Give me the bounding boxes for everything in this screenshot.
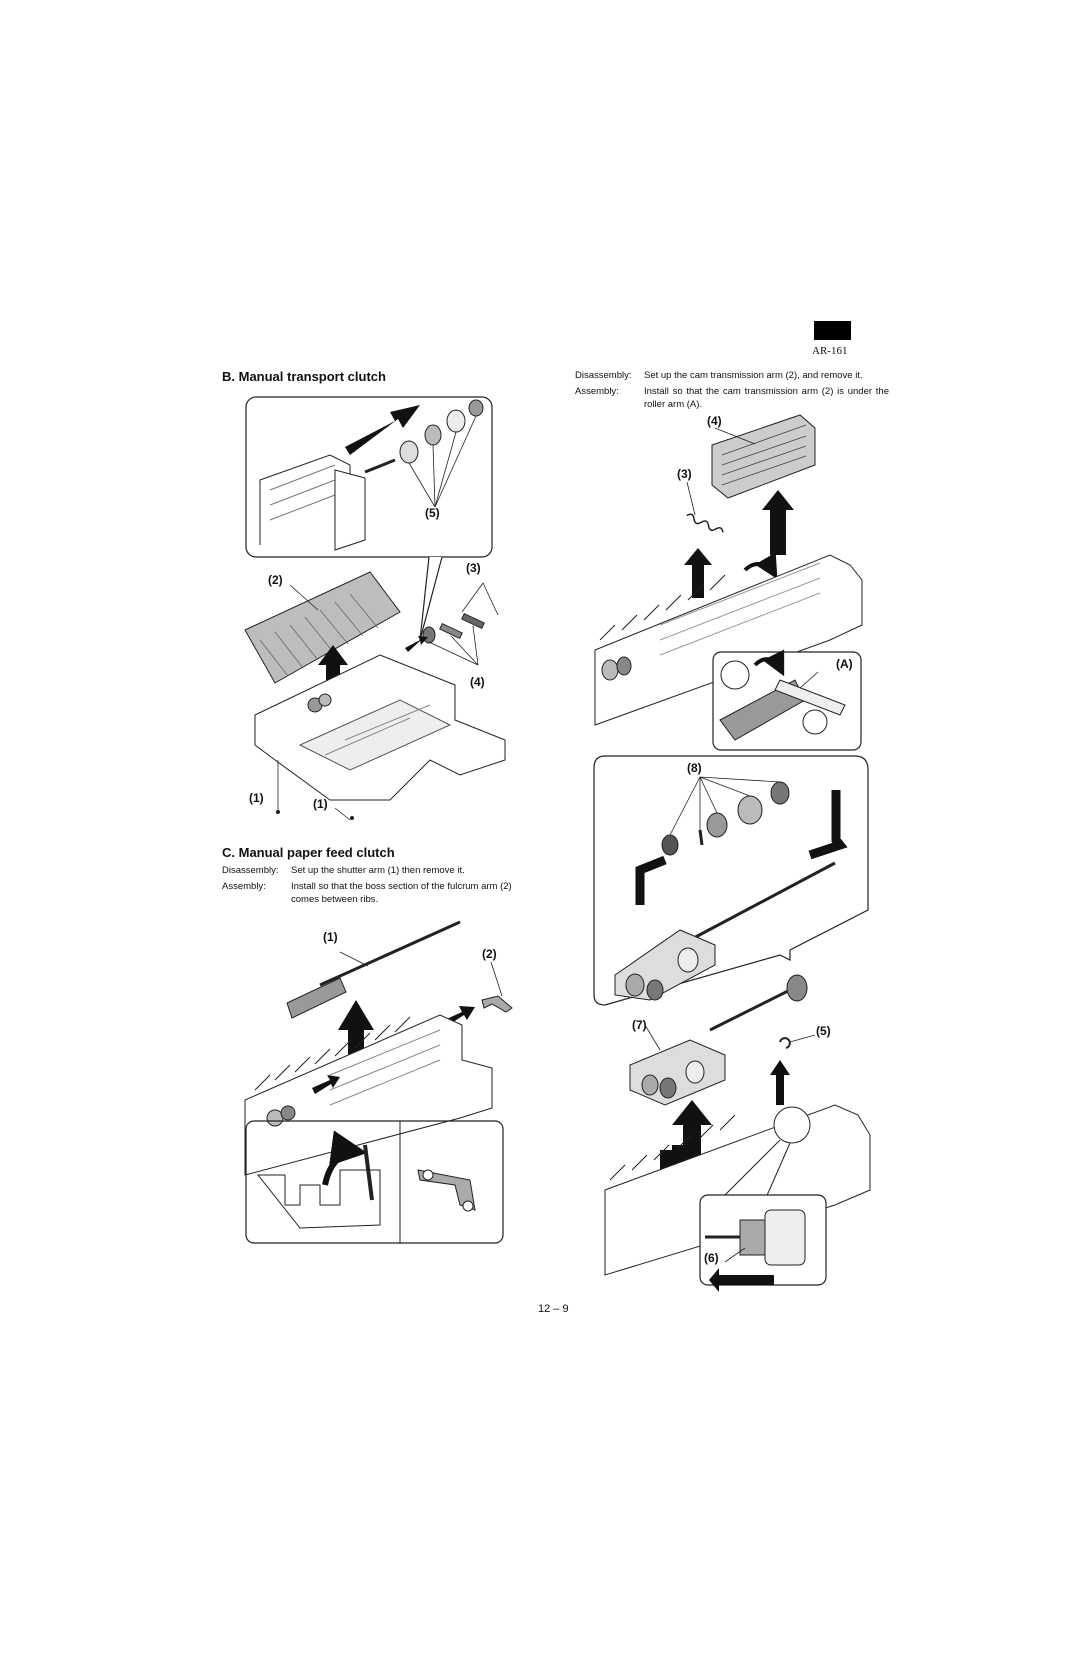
c-callout-1: (1) [323,930,338,944]
c-disassembly-label: Disassembly: [222,865,279,876]
right-assembly-label: Assembly: [575,386,619,397]
right-disassembly-text: Set up the cam transmission arm (2), and… [644,370,863,381]
b-callout-5: (5) [425,506,440,520]
c-assembly-label: Assembly: [222,881,266,892]
b-callout-2: (2) [268,573,283,587]
r-callout-a: (A) [836,657,853,671]
r-callout-7: (7) [632,1018,647,1032]
model-number: AR-161 [812,345,848,357]
figure-c-manual-paper-feed-clutch: (1) (2) [244,920,513,1244]
right-disassembly-label: Disassembly: [575,370,632,381]
section-b-heading: B. Manual transport clutch [222,369,386,384]
section-c-heading: C. Manual paper feed clutch [222,845,395,860]
r-callout-4: (4) [707,414,722,428]
r-callout-8: (8) [687,761,702,775]
c-assembly-text: Install so that the boss section of the … [291,881,512,905]
c-callout-2: (2) [482,947,497,961]
r-callout-3: (3) [677,467,692,481]
figure-right-roller-assembly: (4) (3) (A) (8) (7) (5) (6) [593,414,871,1292]
figure-b-manual-transport-clutch: (5) (2) (3) (4) (1) (1) [244,396,506,821]
b-callout-4: (4) [470,675,485,689]
b-callout-1a: (1) [249,791,264,805]
header-black-block [814,321,851,340]
r-callout-5: (5) [816,1024,831,1038]
b-callout-1b: (1) [313,797,328,811]
page-number: 12 – 9 [538,1303,569,1315]
r-callout-6: (6) [704,1251,719,1265]
c-disassembly-text: Set up the shutter arm (1) then remove i… [291,865,465,876]
right-assembly-text: Install so that the cam transmission arm… [644,386,889,410]
b-callout-3: (3) [466,561,481,575]
